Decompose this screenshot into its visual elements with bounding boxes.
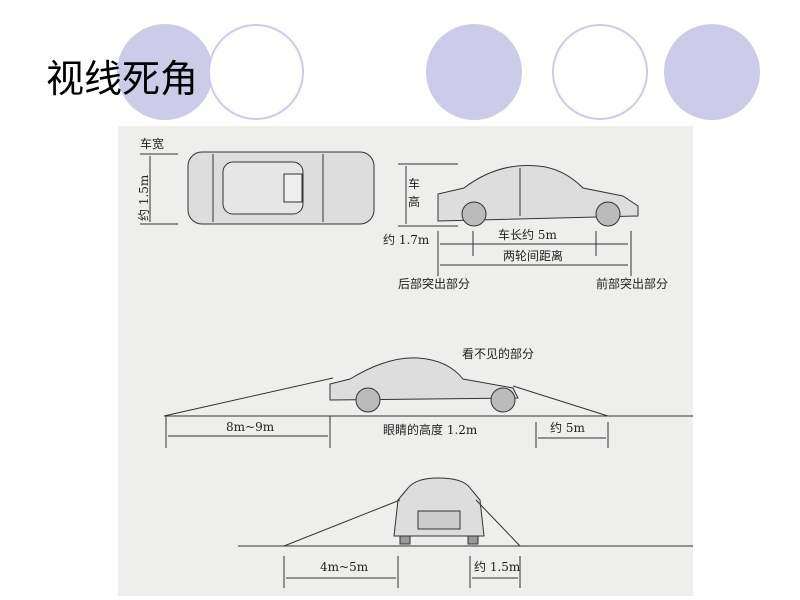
decor-circle-5 — [664, 24, 760, 120]
left-sight-line — [283, 499, 401, 547]
car-height-label-1: 车 — [408, 176, 420, 191]
decor-circle-1 — [117, 24, 213, 120]
front-left-distance: 4m~5m — [320, 560, 369, 574]
rear-overhang-value: 约 1.7m — [383, 232, 430, 247]
decor-circle-2 — [208, 24, 304, 120]
decor-circle-4 — [552, 24, 648, 120]
rear-sight-line — [163, 377, 334, 417]
blind-spot-diagram: 车宽 约 1.5m 车 高 约 1.7m 车长约 5m 两轮间距离 后部突出部分… — [118, 126, 693, 596]
car-length-label: 车长约 5m — [498, 227, 557, 242]
right-sight-line — [475, 499, 521, 547]
front-sight-line — [512, 385, 609, 417]
wheelbase-label: 两轮间距离 — [503, 248, 563, 263]
car-height-label-2: 高 — [408, 194, 420, 209]
eye-height-label: 眼睛的高度 1.2m — [383, 422, 478, 437]
front-right-distance: 约 1.5m — [474, 559, 521, 574]
car-front-view — [393, 477, 485, 545]
car-width-value: 约 1.5m — [136, 174, 151, 221]
front-blind-distance: 约 5m — [550, 420, 585, 435]
rear-blind-distance: 8m~9m — [226, 420, 275, 434]
car-top-view — [187, 151, 375, 225]
car-width-label: 车宽 — [140, 136, 164, 151]
slide-title: 视线死角 — [46, 57, 199, 101]
front-overhang-label: 前部突出部分 — [596, 276, 668, 291]
rear-overhang-label: 后部突出部分 — [398, 276, 470, 291]
car-side-blind-view — [329, 357, 519, 413]
invisible-part-label: 看不见的部分 — [462, 346, 534, 361]
car-side-view — [437, 165, 639, 227]
decor-circle-3 — [426, 24, 522, 120]
